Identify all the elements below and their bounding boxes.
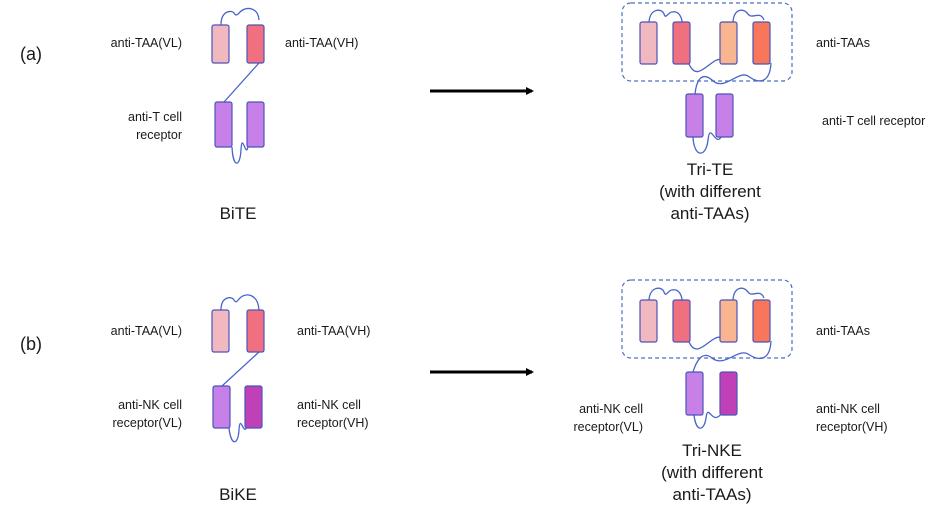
label-a-tcr-2: receptor [136, 128, 182, 142]
tri-nke-nk-vh-domain [719, 371, 738, 416]
tri-te-linker-1 [648, 9, 683, 23]
tri-te-linker-5 [692, 132, 723, 154]
label-b-nk-right-2: receptor(VH) [816, 420, 888, 434]
tri-te-taa1-vl [639, 21, 658, 65]
tri-te-linker-4 [694, 62, 772, 95]
label-b-vl: anti-TAA(VL) [111, 324, 182, 338]
tri-nke-linker-1 [648, 287, 683, 301]
tri-te-name-3: anti-TAAs) [670, 204, 749, 223]
bike-linker-cross [221, 351, 260, 387]
bike-construct [211, 294, 265, 443]
label-a-taas: anti-TAAs [816, 36, 870, 50]
bite-tcr-domain-1 [214, 101, 233, 148]
tri-nke-name-2: (with different [661, 463, 763, 482]
tri-nke-taa-group-box [621, 279, 793, 359]
tri-nke-taa2-vh [752, 299, 771, 343]
bite-linker-cross [223, 62, 260, 103]
tri-nke-linker-3 [732, 287, 765, 301]
label-b-nk-vh-1: anti-NK cell [297, 398, 361, 412]
tri-nke-nk-vl-domain [685, 371, 704, 416]
tri-te-construct [639, 9, 772, 154]
label-b-nk-vl-1: anti-NK cell [118, 398, 182, 412]
label-b-nk-vl-2: receptor(VL) [113, 416, 182, 430]
tri-te-taa2-vh [752, 21, 771, 65]
bike-nk-vl-domain [212, 385, 231, 429]
bike-vl-domain [211, 309, 230, 353]
bike-linker-bottom [228, 422, 248, 443]
tri-nke-name-1: Tri-NKE [682, 441, 742, 460]
tri-te-taa2-vl [719, 21, 738, 65]
tri-nke-linker-5 [693, 411, 722, 429]
bite-linker-top [220, 7, 260, 26]
label-b-nk-left-2: receptor(VL) [574, 420, 643, 434]
bike-linker-top [220, 294, 260, 311]
label-a-tcr-right: anti-T cell receptor [822, 114, 925, 128]
bite-tcr-domain-2 [246, 101, 265, 148]
tri-nke-taa2-vl [719, 299, 738, 343]
label-b-taas: anti-TAAs [816, 324, 870, 338]
label-a-vh: anti-TAA(VH) [285, 36, 358, 50]
label-a-vl: anti-TAA(VL) [111, 36, 182, 50]
panel-b-letter: (b) [20, 334, 42, 354]
tri-te-taa1-vh [672, 21, 691, 65]
label-b-nk-vh-2: receptor(VH) [297, 416, 369, 430]
tri-te-tcr-domain-1 [685, 93, 704, 138]
bite-vh-domain [246, 24, 265, 64]
label-a-tcr-1: anti-T cell [128, 110, 182, 124]
bike-name: BiKE [219, 485, 257, 504]
panel-a-letter: (a) [20, 44, 42, 64]
bite-vl-domain [211, 24, 230, 64]
tri-te-linker-3 [732, 9, 765, 23]
tri-nke-taa1-vh [672, 299, 691, 343]
label-b-vh: anti-TAA(VH) [297, 324, 370, 338]
label-b-nk-left-1: anti-NK cell [579, 402, 643, 416]
tri-te-taa-group-box [621, 2, 793, 82]
tri-te-name-1: Tri-TE [687, 160, 734, 179]
tri-te-name-2: (with different [659, 182, 761, 201]
tri-nke-construct [639, 287, 772, 429]
tri-nke-name-3: anti-TAAs) [672, 485, 751, 504]
tri-nke-linker-4 [692, 340, 772, 373]
bite-construct [211, 7, 265, 164]
bite-name: BiTE [220, 204, 257, 223]
tri-nke-taa1-vl [639, 299, 658, 343]
bike-nk-vh-domain [244, 385, 263, 429]
tri-te-tcr-domain-2 [715, 93, 734, 138]
bike-vh-domain [246, 309, 265, 353]
label-b-nk-right-1: anti-NK cell [816, 402, 880, 416]
bite-linker-bottom [231, 142, 249, 164]
